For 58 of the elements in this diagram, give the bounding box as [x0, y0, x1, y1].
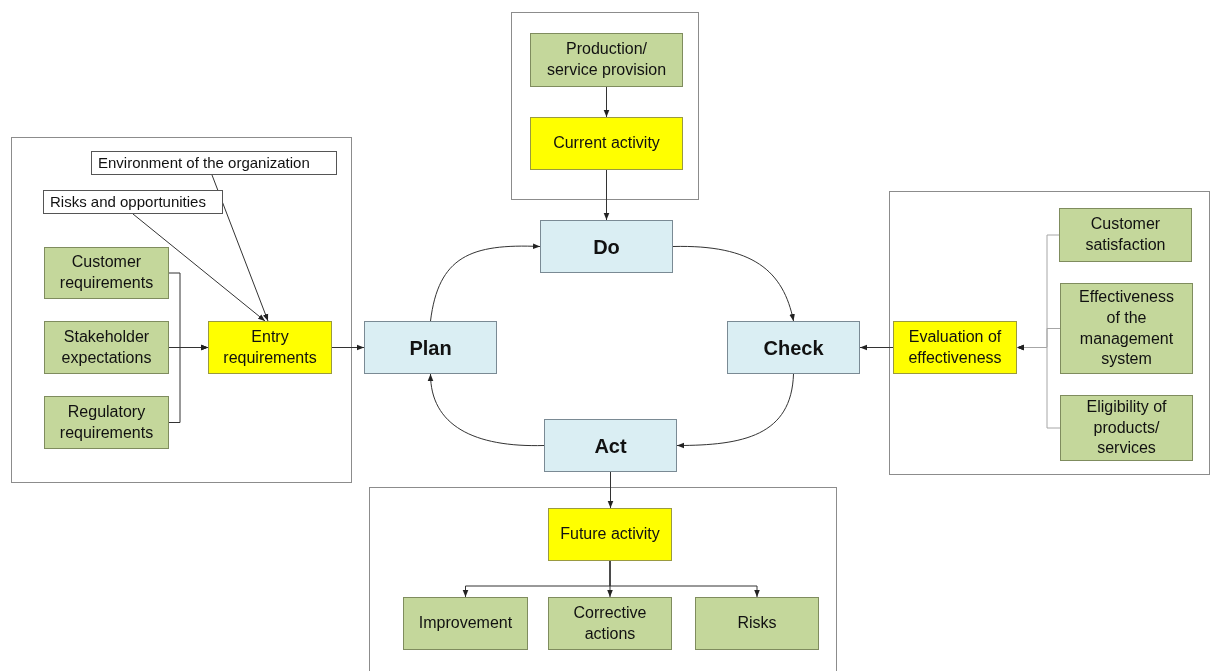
phase-box	[544, 419, 677, 472]
box-label: Effectiveness of the management system	[1078, 286, 1175, 370]
arrow	[428, 373, 545, 446]
input-box	[1059, 208, 1192, 262]
box-label: Current activity	[552, 133, 661, 154]
input-box	[44, 321, 169, 374]
box-label: Environment of the organization	[97, 153, 311, 173]
group-frame	[889, 191, 1210, 475]
arrow	[603, 169, 610, 221]
box-label: Act	[593, 433, 628, 459]
phase-box	[364, 321, 497, 374]
summary-box	[893, 321, 1017, 374]
arrow	[331, 344, 365, 351]
box-label: Improvement	[417, 613, 514, 634]
box-label: Plan	[408, 335, 453, 361]
arrow	[607, 471, 614, 509]
box-label: Customer satisfaction	[1084, 214, 1167, 255]
input-box	[44, 247, 169, 299]
arrow	[1016, 344, 1061, 429]
box-label: Eligibility of products/ services	[1085, 396, 1168, 459]
note-box	[91, 151, 337, 175]
box-label: Evaluation of effectiveness	[907, 326, 1003, 368]
summary-box	[208, 321, 332, 374]
arrow	[211, 174, 269, 322]
box-label: Regulatory requirements	[58, 401, 155, 443]
arrow	[676, 373, 794, 449]
arrow	[609, 560, 760, 598]
phase-box	[540, 220, 673, 273]
box-label: Customer requirements	[58, 252, 155, 293]
input-box	[1060, 283, 1193, 374]
box-label: Do	[592, 234, 621, 260]
arrow	[859, 344, 894, 351]
box-label: Corrective actions	[572, 602, 648, 644]
arrow	[603, 86, 610, 118]
phase-box	[727, 321, 860, 374]
arrow	[168, 344, 209, 423]
box-label: Future activity	[559, 524, 661, 545]
group-frame	[11, 137, 352, 483]
input-box	[530, 33, 683, 87]
group-frame	[369, 487, 837, 671]
note-box	[43, 190, 223, 214]
summary-box	[530, 117, 683, 170]
input-box	[44, 396, 169, 449]
input-box	[403, 597, 528, 650]
box-label: Entry requirements	[222, 326, 318, 368]
arrow	[672, 246, 795, 322]
input-box	[548, 597, 672, 650]
box-label: Risks	[736, 613, 778, 634]
input-box	[695, 597, 819, 650]
summary-box	[548, 508, 672, 561]
box-label: Production/ service provision	[545, 39, 668, 80]
box-label: Check	[762, 335, 825, 361]
arrow	[132, 213, 266, 322]
box-label: Stakeholder expectations	[60, 326, 153, 368]
arrow	[430, 243, 541, 322]
input-box	[1060, 395, 1193, 461]
group-frame	[511, 12, 699, 200]
box-label: Risks and opportunities	[49, 192, 207, 212]
